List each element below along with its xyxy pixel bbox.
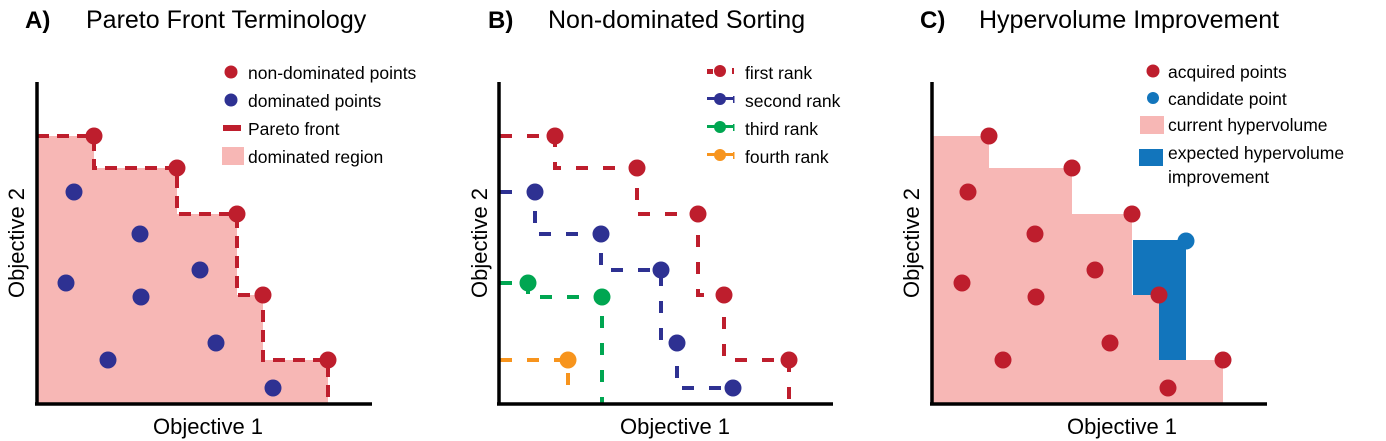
- panel-a-title: Pareto Front Terminology: [86, 6, 367, 34]
- legend-label: Pareto front: [248, 119, 340, 139]
- acquired-point: [1150, 286, 1168, 304]
- second-rank-line: [500, 190, 733, 390]
- dominated-point: [99, 351, 117, 369]
- x-axis-label: Objective 1: [620, 414, 730, 439]
- legend-label-continued: improvement: [1168, 167, 1269, 187]
- legend-square-blue-icon: [1139, 149, 1163, 166]
- y-axis-label: Objective 2: [467, 188, 492, 298]
- legend-dot-red-icon: [224, 65, 238, 79]
- non-dominated-point: [228, 205, 246, 223]
- panel-b-title: Non-dominated Sorting: [548, 6, 805, 34]
- acquired-points: [953, 127, 1232, 397]
- fourth-rank-line: [500, 358, 570, 395]
- first-rank-point: [546, 127, 564, 145]
- legend-label: dominated points: [248, 91, 382, 111]
- second-rank-point: [668, 334, 686, 352]
- legend-label: fourth rank: [745, 147, 829, 167]
- acquired-point: [953, 274, 971, 292]
- panel-b-letter: B): [488, 7, 513, 34]
- non-dominated-point: [85, 127, 103, 145]
- non-dominated-points: [85, 127, 337, 369]
- legend-dot-red-icon: [1146, 64, 1160, 78]
- dominated-point: [131, 225, 149, 243]
- legend-label: expected hypervolume: [1168, 143, 1344, 163]
- fourth-rank-points: [559, 351, 577, 369]
- legend-label: candidate point: [1168, 89, 1287, 109]
- dominated-point: [57, 274, 75, 292]
- first-rank-point: [780, 351, 798, 369]
- legend-label: second rank: [745, 91, 841, 111]
- second-rank-point: [592, 225, 610, 243]
- legend-label: dominated region: [248, 147, 383, 167]
- current-hypervolume-region: [933, 136, 1223, 403]
- panel-b: B) Non-dominated Sorting: [467, 6, 841, 439]
- legend-square-pink-icon: [222, 147, 244, 165]
- acquired-point: [980, 127, 998, 145]
- legend: first rank second rank third rank fourth…: [707, 63, 841, 167]
- third-rank-point: [519, 274, 537, 292]
- acquired-point: [1214, 351, 1232, 369]
- acquired-point: [1026, 225, 1044, 243]
- non-dominated-point: [254, 286, 272, 304]
- acquired-point: [1159, 379, 1177, 397]
- legend-dash-icon: [223, 125, 241, 131]
- y-axis-label: Objective 2: [4, 188, 29, 298]
- acquired-point: [994, 351, 1012, 369]
- legend-first-rank-icon: [707, 65, 734, 77]
- legend-second-rank-icon: [707, 93, 735, 105]
- first-rank-point: [628, 159, 646, 177]
- second-rank-points: [526, 183, 742, 397]
- x-axis-label: Objective 1: [153, 414, 263, 439]
- candidate-point: [1177, 232, 1195, 250]
- third-rank-line: [500, 281, 604, 403]
- first-rank-point: [715, 286, 733, 304]
- legend-label: acquired points: [1168, 62, 1287, 82]
- first-rank-point: [689, 205, 707, 223]
- fourth-rank-point: [559, 351, 577, 369]
- panel-c: C) Hypervolume Improvement Objective 1 O…: [899, 6, 1344, 439]
- legend-fourth-rank-icon: [707, 149, 735, 161]
- panel-a: A) Pareto Front Terminology Ob: [4, 6, 417, 439]
- dominated-region: [37, 136, 328, 403]
- dominated-point: [132, 288, 150, 306]
- acquired-point: [1027, 288, 1045, 306]
- legend: non-dominated points dominated points Pa…: [222, 63, 417, 167]
- legend-dot-navy-icon: [224, 93, 238, 107]
- x-axis-label: Objective 1: [1067, 414, 1177, 439]
- dominated-point: [207, 334, 225, 352]
- acquired-point: [1086, 261, 1104, 279]
- third-rank-point: [593, 288, 611, 306]
- pareto-front-line: [37, 134, 330, 403]
- second-rank-point: [652, 261, 670, 279]
- y-axis-label: Objective 2: [899, 188, 924, 298]
- dominated-point: [191, 261, 209, 279]
- acquired-point: [1063, 159, 1081, 177]
- dominated-point: [264, 379, 282, 397]
- legend-square-pink-icon: [1140, 116, 1164, 134]
- acquired-point: [1123, 205, 1141, 223]
- acquired-point: [959, 183, 977, 201]
- first-rank-points: [546, 127, 798, 369]
- legend: acquired points candidate point current …: [1139, 62, 1344, 187]
- legend-label: current hypervolume: [1168, 115, 1328, 135]
- panel-c-letter: C): [920, 7, 945, 34]
- legend-dot-blue-icon: [1147, 92, 1159, 104]
- legend-label: first rank: [745, 63, 812, 83]
- legend-label: third rank: [745, 119, 818, 139]
- legend-label: non-dominated points: [248, 63, 417, 83]
- panel-c-title: Hypervolume Improvement: [979, 6, 1279, 34]
- legend-third-rank-icon: [707, 121, 735, 133]
- second-rank-point: [724, 379, 742, 397]
- second-rank-point: [526, 183, 544, 201]
- dominated-point: [65, 183, 83, 201]
- dominated-points: [57, 183, 282, 397]
- panel-a-letter: A): [25, 7, 50, 34]
- third-rank-points: [519, 274, 611, 306]
- non-dominated-point: [168, 159, 186, 177]
- non-dominated-point: [319, 351, 337, 369]
- acquired-point: [1101, 334, 1119, 352]
